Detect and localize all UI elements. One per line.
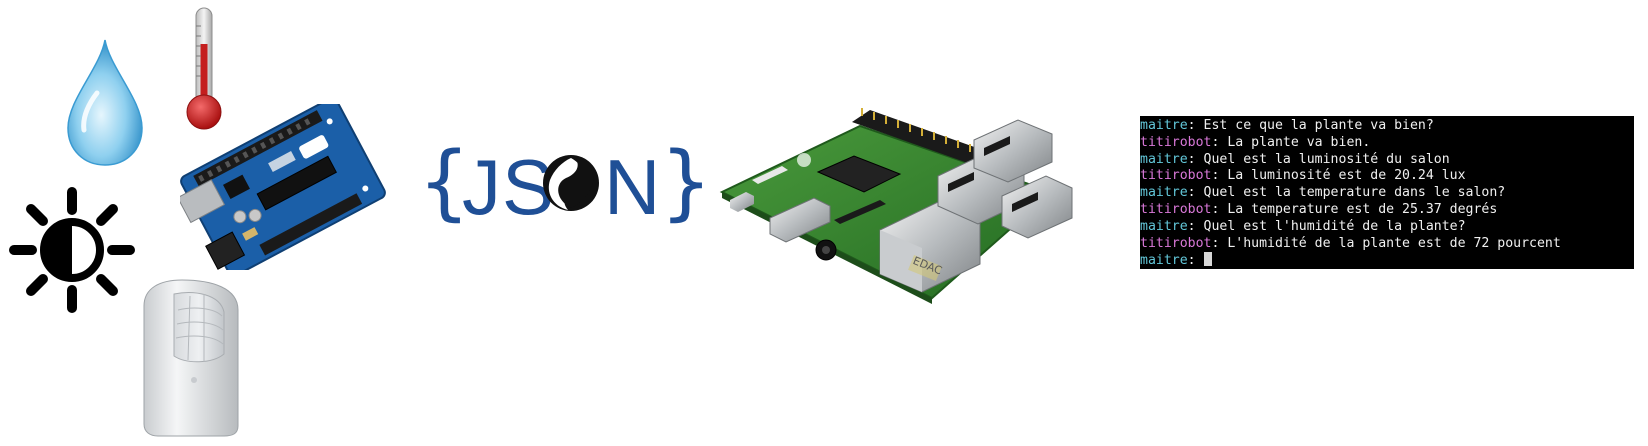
arduino-board-icon (180, 104, 386, 270)
terminal-message: : Quel est la luminosité du salon (1187, 151, 1450, 167)
terminal-message: : Est ce que la plante va bien? (1187, 118, 1434, 133)
terminal-speaker: titirobot (1140, 201, 1212, 217)
json-brace-close: } (660, 135, 713, 230)
terminal-line: titirobot: La plante va bien. (1140, 135, 1634, 152)
motion-sensor-icon (138, 276, 244, 438)
json-brace-open: { (418, 135, 471, 230)
terminal-speaker: titirobot (1140, 168, 1212, 184)
terminal-prompt-line[interactable]: maitre: (1140, 252, 1634, 269)
thermometer-icon (182, 6, 226, 132)
terminal-message: : La plante va bien. (1211, 134, 1371, 150)
terminal-speaker: maitre (1140, 151, 1188, 167)
terminal-message: : La temperature est de 25.37 degrés (1211, 201, 1498, 217)
terminal-line: titirobot: La temperature est de 25.37 d… (1140, 202, 1634, 219)
json-letter-n: N (604, 143, 662, 231)
terminal-line: maitre: Quel est la luminosité du salon (1140, 152, 1634, 169)
terminal-line: maitre: Quel est l'humidité de la plante… (1140, 219, 1634, 236)
json-logo: { JS N } (418, 135, 712, 232)
water-drop-icon (64, 38, 146, 168)
terminal-speaker: titirobot (1140, 134, 1212, 150)
terminal-line: titirobot: L'humidité de la plante est d… (1140, 236, 1634, 253)
terminal-line: maitre: Quel est la temperature dans le … (1140, 185, 1634, 202)
terminal-message: : Quel est la temperature dans le salon? (1187, 185, 1506, 201)
terminal-speaker: maitre (1140, 118, 1188, 133)
terminal-window[interactable]: maitre: Est ce que la plante va bien?tit… (1140, 116, 1634, 269)
terminal-message: : La luminosité est de 20.24 lux (1211, 168, 1466, 184)
terminal-cursor[interactable] (1203, 252, 1212, 267)
light-brightness-icon (8, 186, 136, 314)
terminal-line: maitre: Est ce que la plante va bien? (1140, 118, 1634, 135)
terminal-line: titirobot: La luminosité est de 20.24 lu… (1140, 168, 1634, 185)
raspberry-pi-board-icon: EDAC (712, 100, 1108, 306)
terminal-speaker: maitre (1140, 185, 1188, 201)
terminal-speaker: titirobot (1140, 235, 1212, 251)
terminal-prompt-speaker: maitre (1140, 253, 1188, 269)
json-letters-js: JS (462, 143, 556, 231)
json-o-swirl-icon (540, 152, 602, 214)
terminal-message: : Quel est l'humidité de la plante? (1187, 218, 1466, 234)
terminal-speaker: maitre (1140, 218, 1188, 234)
terminal-message: : L'humidité de la plante est de 72 pour… (1211, 235, 1561, 251)
terminal-prompt-text: : (1187, 253, 1204, 269)
